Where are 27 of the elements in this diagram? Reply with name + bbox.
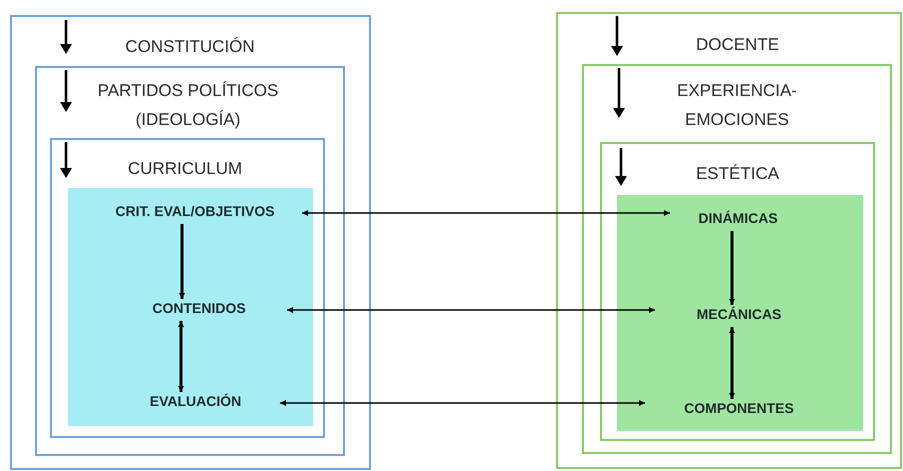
concept-label: EVALUACIÓN (113, 390, 278, 412)
frame-box (35, 66, 345, 456)
arrow (729, 231, 735, 305)
concept-label: COMPONENTES (643, 397, 835, 419)
content-panel (68, 188, 313, 426)
frame-box (10, 15, 371, 470)
frame-box (50, 138, 325, 438)
concept-label: CONTENIDOS (113, 297, 285, 319)
frame-heading: PARTIDOS POLÍTICOS (IDEOLOGÍA) (96, 80, 280, 131)
arrow (729, 327, 735, 399)
frame-heading: CONSTITUCIÓN (124, 36, 256, 58)
arrow (287, 307, 655, 313)
frame-box (556, 12, 902, 469)
frame-box (582, 64, 892, 454)
concept-label: MECÁNICAS (653, 303, 825, 325)
arrow (280, 400, 645, 406)
frame-heading: CURRICULUM (126, 158, 244, 180)
arrow (302, 210, 670, 216)
concept-label: CRIT. EVAL/OBJETIVOS (90, 200, 300, 222)
concept-label: DINÁMICAS (668, 207, 808, 229)
frame-heading: EXPERIENCIA- EMOCIONES (676, 80, 798, 131)
arrow (179, 224, 185, 299)
frame-box (600, 142, 875, 441)
content-panel (617, 195, 863, 431)
arrow (178, 321, 184, 392)
frame-heading: DOCENTE (694, 34, 780, 56)
frame-heading: ESTÉTICA (694, 163, 780, 185)
